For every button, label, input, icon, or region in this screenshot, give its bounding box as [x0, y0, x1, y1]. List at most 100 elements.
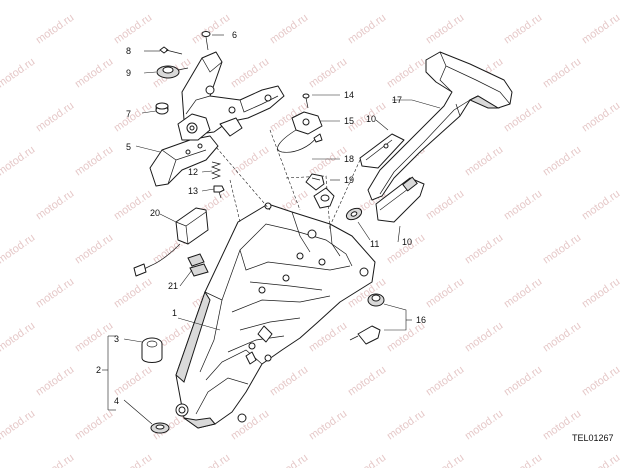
watermark-text: motod.ru [268, 364, 310, 399]
watermark-text: motod.ru [541, 232, 583, 267]
leader-lines [102, 34, 441, 425]
callout-13: 13 [188, 186, 198, 196]
watermark-text: motod.ru [0, 320, 37, 355]
watermark-text: motod.ru [0, 0, 37, 2]
watermark-text: motod.ru [502, 276, 544, 311]
callout-11: 11 [370, 239, 379, 249]
watermark-text: motod.ru [463, 408, 505, 443]
callout-14: 14 [344, 90, 354, 100]
latch-hook [177, 113, 243, 141]
callout-1: 1 [172, 308, 177, 318]
watermark-text: motod.ru [112, 452, 154, 468]
watermark-text: motod.ru [346, 452, 388, 468]
callout-19: 19 [344, 175, 354, 185]
bushing-4 [150, 422, 170, 434]
callout-8: 8 [126, 46, 131, 56]
watermark-text: motod.ru [307, 56, 349, 91]
assembly-guides [209, 129, 361, 231]
watermark-text: motod.ru [73, 56, 115, 91]
callout-9: 9 [126, 68, 131, 78]
watermark-text: motod.ru [73, 232, 115, 267]
watermark-text: motod.ru [580, 188, 622, 223]
watermark-text: motod.ru [112, 364, 154, 399]
watermark-text: motod.ru [502, 364, 544, 399]
watermark-text: motod.ru [0, 56, 37, 91]
latch-actuator-15 [277, 111, 323, 153]
watermark-text: motod.ru [268, 452, 310, 468]
watermark-text: motod.ru [424, 188, 466, 223]
watermark-text: motod.ru [151, 0, 193, 2]
watermark-text: motod.ru [73, 320, 115, 355]
drawing-reference: TEL01267 [572, 433, 614, 443]
watermark-text: motod.ru [541, 144, 583, 179]
rear-subframe [175, 202, 376, 429]
callout-15: 15 [344, 116, 354, 126]
watermark-text: motod.ru [541, 0, 583, 2]
callout-7: 7 [126, 109, 131, 119]
watermark-text: motod.ru [112, 12, 154, 47]
watermark-text: motod.ru [385, 0, 427, 2]
watermark-text: motod.ru [112, 276, 154, 311]
callout-10-lower: 10 [402, 237, 412, 247]
watermark-text: motod.ru [73, 0, 115, 2]
watermark-text: motod.ru [307, 144, 349, 179]
seat-lock-lever [149, 135, 219, 187]
watermark-text: motod.ru [112, 188, 154, 223]
watermark-text: motod.ru [580, 100, 622, 135]
watermark-text: motod.ru [0, 408, 37, 443]
control-unit-20 [133, 207, 209, 277]
grab-handle [367, 51, 513, 201]
watermark-text: motod.ru [385, 408, 427, 443]
watermark-text: motod.ru [346, 364, 388, 399]
watermark-text: motod.ru [502, 12, 544, 47]
watermark-text: motod.ru [463, 0, 505, 2]
callout-20: 20 [150, 208, 160, 218]
callout-18: 18 [344, 154, 354, 164]
watermark-text: motod.ru [34, 12, 76, 47]
callout-21: 21 [168, 281, 178, 291]
callout-5: 5 [126, 142, 131, 152]
watermark-text: motod.ru [190, 452, 232, 468]
watermark-text: motod.ru [541, 320, 583, 355]
watermark-text: motod.ru [424, 12, 466, 47]
watermark-text: motod.ru [34, 276, 76, 311]
callout-4: 4 [114, 396, 119, 406]
screw-8 [159, 46, 183, 55]
screw-14 [302, 93, 310, 109]
watermark-text: motod.ru [34, 188, 76, 223]
plastic-cap-7 [155, 102, 169, 115]
watermark-text: motod.ru [502, 188, 544, 223]
watermark-text: motod.ru [34, 452, 76, 468]
callout-6: 6 [232, 30, 237, 40]
watermark-text: motod.ru [580, 12, 622, 47]
watermark-text: motod.ru [346, 12, 388, 47]
callout-labels: 6 8 9 7 5 12 13 14 15 18 19 17 10 10 11 … [96, 30, 614, 443]
watermark-text: motod.ru [268, 12, 310, 47]
watermark-text: motod.ru [112, 100, 154, 135]
grommet-3 [141, 337, 163, 363]
washer-11 [345, 207, 363, 221]
watermark-text: motod.ru [229, 144, 271, 179]
watermark-text: motod.ru [190, 12, 232, 47]
watermark-text: motod.ru [34, 100, 76, 135]
callout-2: 2 [96, 365, 101, 375]
watermark-text: motod.ru [229, 56, 271, 91]
callout-3: 3 [114, 334, 119, 344]
handle-bracket-lower [375, 176, 425, 223]
watermark-text: motod.ru [580, 452, 622, 468]
watermark-text: motod.ru [463, 232, 505, 267]
watermark-text: motod.ru [463, 144, 505, 179]
watermark-text: motod.ru [73, 408, 115, 443]
watermark-text: motod.ru [229, 0, 271, 2]
watermark-text: motod.ru [463, 320, 505, 355]
pivot-bushing-9 [156, 65, 189, 79]
watermark-text: motod.ru [0, 144, 37, 179]
watermark-text: motod.ru [424, 276, 466, 311]
watermark-text: motod.ru [34, 364, 76, 399]
watermark-text: motod.ru [502, 452, 544, 468]
watermark-text: motod.ru [580, 364, 622, 399]
ignition-lock-16 [349, 293, 385, 345]
callout-12: 12 [188, 167, 198, 177]
watermark-text: motod.ru [307, 0, 349, 2]
